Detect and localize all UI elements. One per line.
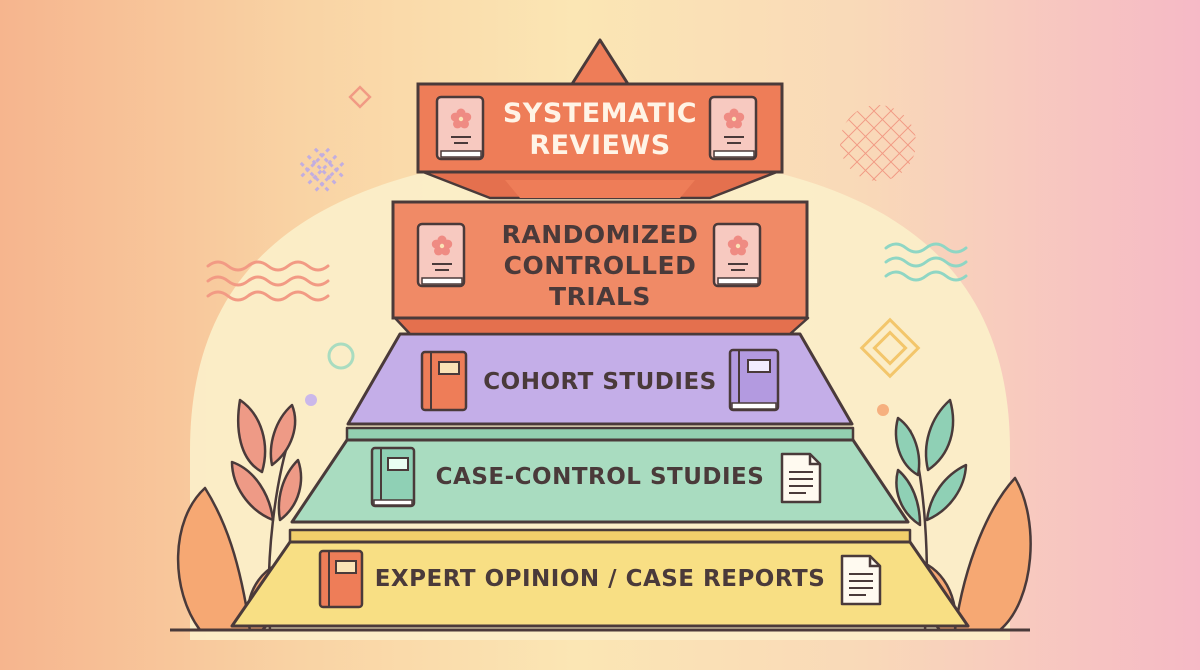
orange-book-icon [420,350,468,412]
cherry-blossom-book-icon [418,224,464,286]
right-plant-illustration [894,398,1032,632]
yellow-diamond-icon [859,317,921,379]
lavender-crosshatch-icon [299,147,345,193]
purple-book-icon [728,348,780,412]
tier-expert-opinion [230,528,970,628]
tier-systematic-reviews [416,38,784,200]
orange-book-icon [318,549,364,609]
decorative-shapes [206,85,968,416]
tier-label-case-control-studies: CASE-CONTROL STUDIES [435,464,765,490]
tier-case-control [290,426,910,524]
tier-label-expert-opinion: EXPERT OPINION / CASE REPORTS [374,566,826,592]
pyramid-apex [570,38,630,86]
tier-cohort [346,332,854,426]
green-book-icon [370,446,416,508]
tier-label-randomized-controlled-trials: RANDOMIZED CONTROLLED TRIALS [501,219,699,311]
tier-label-cohort-studies: COHORT STUDIES [483,369,717,395]
wavy-lines-left-icon [206,260,330,302]
wavy-lines-right-icon [884,242,968,282]
tier-label-systematic-reviews: SYSTEMATIC REVIEWS [502,98,698,161]
tier-randomized-controlled-trials [391,200,810,336]
pink-mesh-circle-icon [840,105,916,181]
